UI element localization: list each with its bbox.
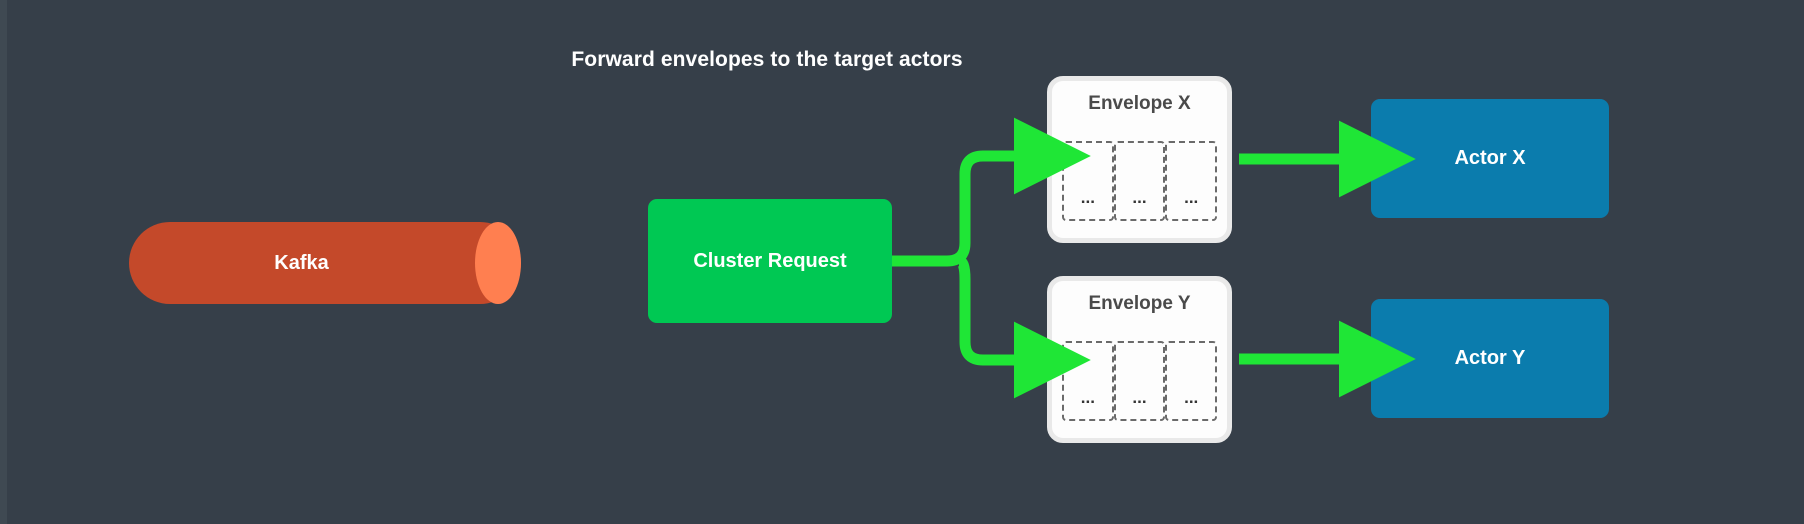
kafka-cylinder-body [129,222,521,304]
envelope-y-slot-2: ... [1113,341,1166,421]
envelope-x-slot-2: ... [1113,141,1166,221]
envelope-x-title: Envelope X [1088,93,1191,114]
envelope-y-slots: ... ... ... [1062,341,1218,421]
envelope-x-slot-1: ... [1062,141,1114,221]
kafka-cylinder-cap [475,222,521,304]
actor-x-node[interactable]: Actor X [1371,99,1609,218]
envelope-x-node[interactable]: Envelope X ... ... ... [1047,76,1232,243]
cluster-request-label: Cluster Request [693,249,847,272]
edge-cluster-request-to-envelope-y [957,255,1091,399]
envelope-y-title: Envelope Y [1088,293,1191,314]
kafka-node[interactable]: Kafka [129,222,521,304]
actor-x-label: Actor X [1454,147,1526,169]
cluster-request-node[interactable]: Cluster Request [648,199,892,323]
kafka-label: Kafka [274,251,329,274]
envelope-y-slot-3: ... [1165,341,1218,421]
envelope-y-node[interactable]: Envelope Y ... ... ... [1047,276,1232,443]
actor-y-node[interactable]: Actor Y [1371,299,1609,418]
envelope-x-slot-3: ... [1165,141,1218,221]
page-title: Forward envelopes to the target actors [571,48,963,71]
envelope-y-slot-1: ... [1062,341,1114,421]
edge-cluster-request-to-envelope-x [892,117,1091,267]
envelope-x-slots: ... ... ... [1062,141,1218,221]
actor-y-label: Actor Y [1454,347,1526,369]
